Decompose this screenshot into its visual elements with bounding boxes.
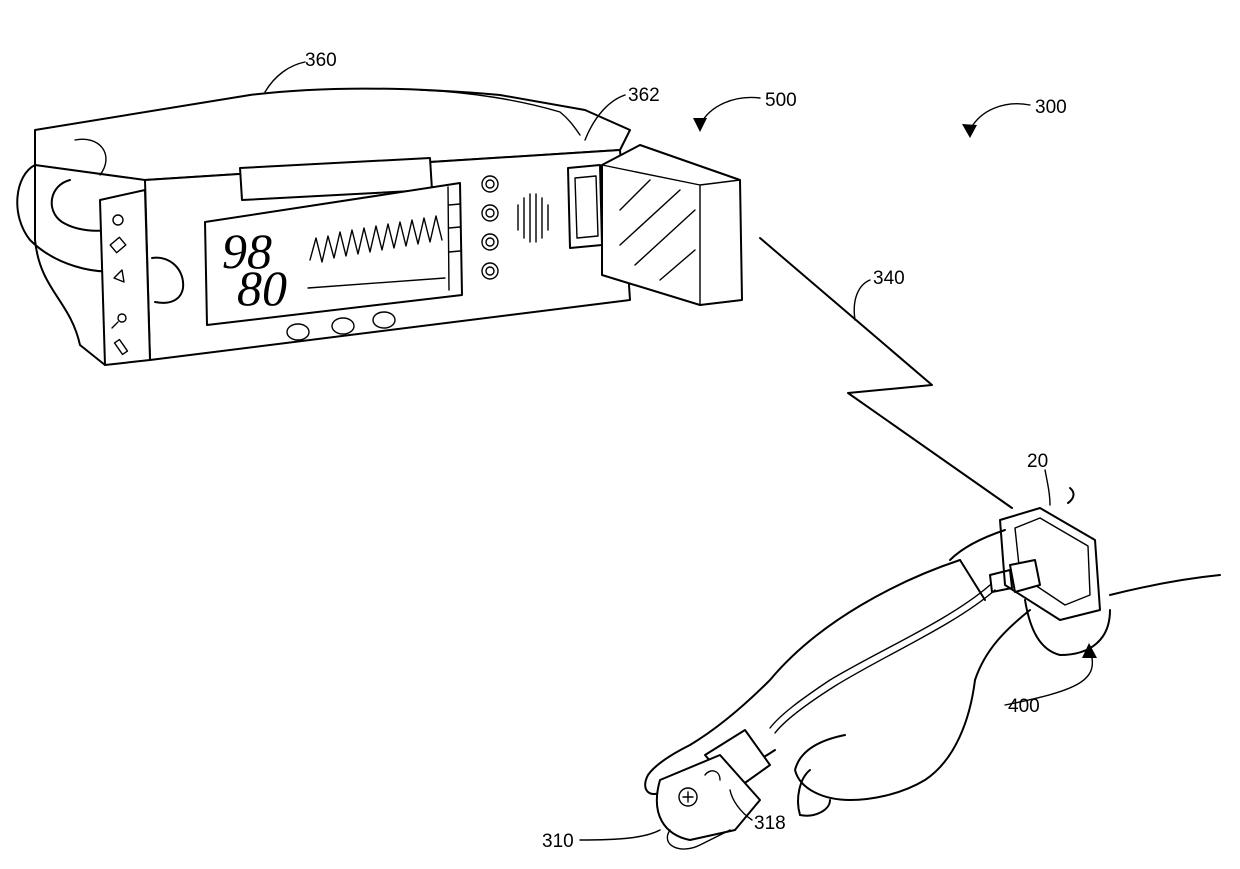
label-340: 340 — [873, 268, 905, 289]
label-20: 20 — [1027, 451, 1048, 472]
monitor-device: 98 80 — [17, 89, 742, 365]
label-362: 362 — [628, 85, 660, 106]
label-318: 318 — [754, 813, 786, 834]
label-360: 360 — [305, 50, 337, 71]
label-400: 400 — [1008, 696, 1040, 717]
label-310: 310 — [542, 831, 574, 852]
label-500: 500 — [765, 90, 797, 111]
label-300: 300 — [1035, 97, 1067, 118]
pulse-readout: 80 — [237, 260, 287, 316]
wrist-unit — [770, 508, 1110, 733]
